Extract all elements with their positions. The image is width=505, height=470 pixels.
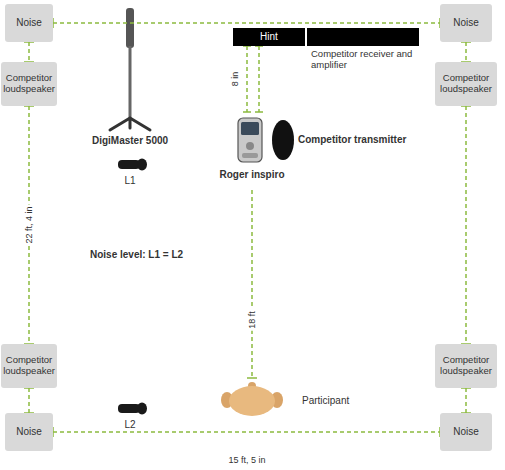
dashed-connector [53, 18, 440, 28]
dimension-label: 18 ft [247, 309, 257, 331]
dashed-connector [24, 388, 34, 413]
box-text: Hint [260, 31, 278, 43]
device-label: DigiMaster 5000 [92, 135, 168, 147]
box-text: Competitor loudspeaker [3, 355, 55, 377]
speaker-box: Noise [5, 413, 53, 451]
dashed-connector [461, 42, 471, 62]
dimension-18ft [247, 190, 257, 378]
dimension-8in [243, 46, 263, 112]
digimaster-stand [110, 8, 150, 130]
meter-label: L2 [124, 419, 135, 431]
competitor-transmitter [272, 120, 294, 160]
box-text: Competitor loudspeaker [3, 73, 55, 95]
roger-inspiro-device [238, 118, 262, 162]
device-label: Roger inspiro [219, 169, 284, 181]
box-text: Noise [16, 17, 42, 29]
dimension-label: 22 ft, 4 in [24, 204, 34, 245]
box-text: Noise [453, 17, 479, 29]
dashed-connector [461, 106, 471, 344]
dimension-label: 8 in [230, 70, 240, 89]
note: Noise level: L1 = L2 [90, 249, 183, 261]
speaker-box: Noise [440, 413, 492, 451]
equipment-bar [307, 28, 419, 46]
speaker-box: Competitor loudspeaker [435, 344, 497, 388]
dashed-connector [24, 106, 34, 344]
participant-head [221, 382, 283, 416]
dashed-connector [461, 388, 471, 413]
speaker-box: Noise [5, 4, 53, 42]
participant-label: Participant [302, 395, 349, 407]
box-text: Noise [453, 426, 479, 438]
speaker-box: Competitor loudspeaker [435, 62, 497, 106]
speaker-box: Competitor loudspeaker [1, 344, 57, 388]
box-text: Competitor loudspeaker [438, 355, 494, 377]
box-text: Competitor receiver and amplifier [307, 46, 419, 71]
meter-label: L1 [124, 175, 135, 187]
equipment-box: Hint [233, 28, 305, 46]
dashed-connector [53, 427, 440, 437]
speaker-box: Competitor loudspeaker [1, 62, 57, 106]
dashed-connector [24, 42, 34, 62]
equipment-box: Competitor receiver and amplifier [307, 28, 419, 71]
sound-level-meter [118, 159, 147, 171]
dimension-label: 15 ft, 5 in [228, 455, 265, 465]
box-text: Noise [16, 426, 42, 438]
sound-level-meter [118, 403, 147, 415]
device-label: Competitor transmitter [298, 134, 406, 146]
box-text: Competitor loudspeaker [438, 73, 494, 95]
speaker-box: Noise [440, 4, 492, 42]
